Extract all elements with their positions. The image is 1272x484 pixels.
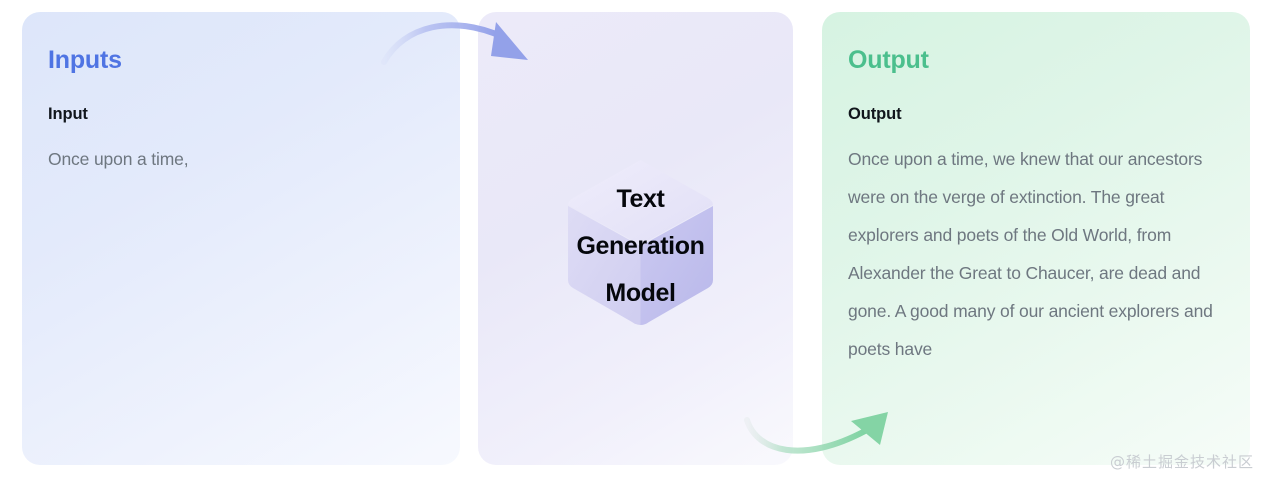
- output-field-value: Once upon a time, we knew that our ances…: [848, 149, 1213, 359]
- model-cube-icon: [553, 150, 728, 330]
- inputs-card: Inputs Input Once upon a time,: [22, 12, 460, 465]
- output-panel-title: Output: [848, 46, 929, 74]
- input-field-label: Input: [48, 105, 88, 123]
- output-field-label: Output: [848, 105, 902, 123]
- inputs-panel-title: Inputs: [48, 46, 122, 74]
- output-card: Output Output Once upon a time, we knew …: [822, 12, 1250, 465]
- watermark-label: @稀土掘金技术社区: [1109, 453, 1254, 471]
- input-field-value: Once upon a time,: [48, 149, 189, 169]
